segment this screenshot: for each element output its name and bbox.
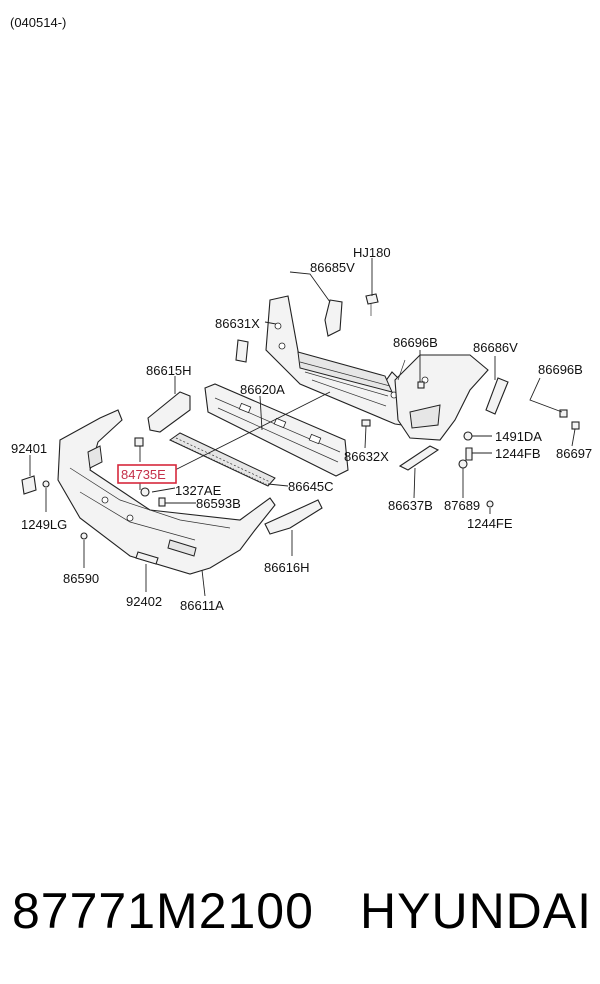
label-1491da: 1491DA	[495, 429, 542, 444]
rear-right-panel	[394, 354, 489, 441]
label-87689: 87689	[444, 498, 480, 513]
highlight-label: 84735E	[121, 467, 166, 482]
grille-86645c	[169, 432, 276, 487]
label-hj180: HJ180	[353, 245, 391, 260]
lamp-92401	[21, 475, 37, 495]
label-1244fb: 1244FB	[495, 446, 541, 461]
label-86631x: 86631X	[215, 316, 260, 331]
lamp-92402	[135, 551, 159, 565]
label-1249lg: 1249LG	[21, 517, 67, 532]
label-86637b: 86637B	[388, 498, 433, 513]
bracket-86631x	[235, 339, 249, 363]
footer-brand: HYUNDAI	[360, 883, 592, 939]
energy-absorber-86620a	[204, 383, 349, 477]
label-1244fe: 1244FE	[467, 516, 513, 531]
label-86593b: 86593B	[196, 496, 241, 511]
label-86685v: 86685V	[310, 260, 355, 275]
bracket-86686v	[485, 377, 509, 415]
label-86590: 86590	[63, 571, 99, 586]
label-86686v: 86686V	[473, 340, 518, 355]
label-86696b-top: 86696B	[393, 335, 438, 350]
label-92401: 92401	[11, 441, 47, 456]
clip-hj180	[365, 293, 379, 316]
label-86632x: 86632X	[344, 449, 389, 464]
header-code: (040514-)	[10, 15, 66, 30]
leader-lines	[29, 258, 576, 597]
fasteners	[42, 381, 580, 540]
label-86696b-right: 86696B	[538, 362, 583, 377]
label-86615h: 86615H	[146, 363, 192, 378]
bracket-86685v	[324, 299, 343, 337]
bumper-cover-86611a	[57, 409, 276, 575]
label-86645c: 86645C	[288, 479, 334, 494]
footer-part-number: 87771M2100	[12, 883, 314, 939]
label-86616h: 86616H	[264, 560, 310, 575]
label-92402: 92402	[126, 594, 162, 609]
label-86697: 86697	[556, 446, 592, 461]
part-labels: HJ180 86685V 86631X 86696B 86686V 86696B…	[11, 245, 592, 613]
label-1327ae: 1327AE	[175, 483, 222, 498]
highlight-box	[117, 464, 177, 484]
bracket-86615h	[147, 391, 191, 433]
label-86620a: 86620A	[240, 382, 285, 397]
label-86611a: 86611A	[180, 598, 224, 613]
bracket-86616h	[264, 499, 323, 535]
highlight-84735e[interactable]: 84735E	[117, 464, 177, 484]
